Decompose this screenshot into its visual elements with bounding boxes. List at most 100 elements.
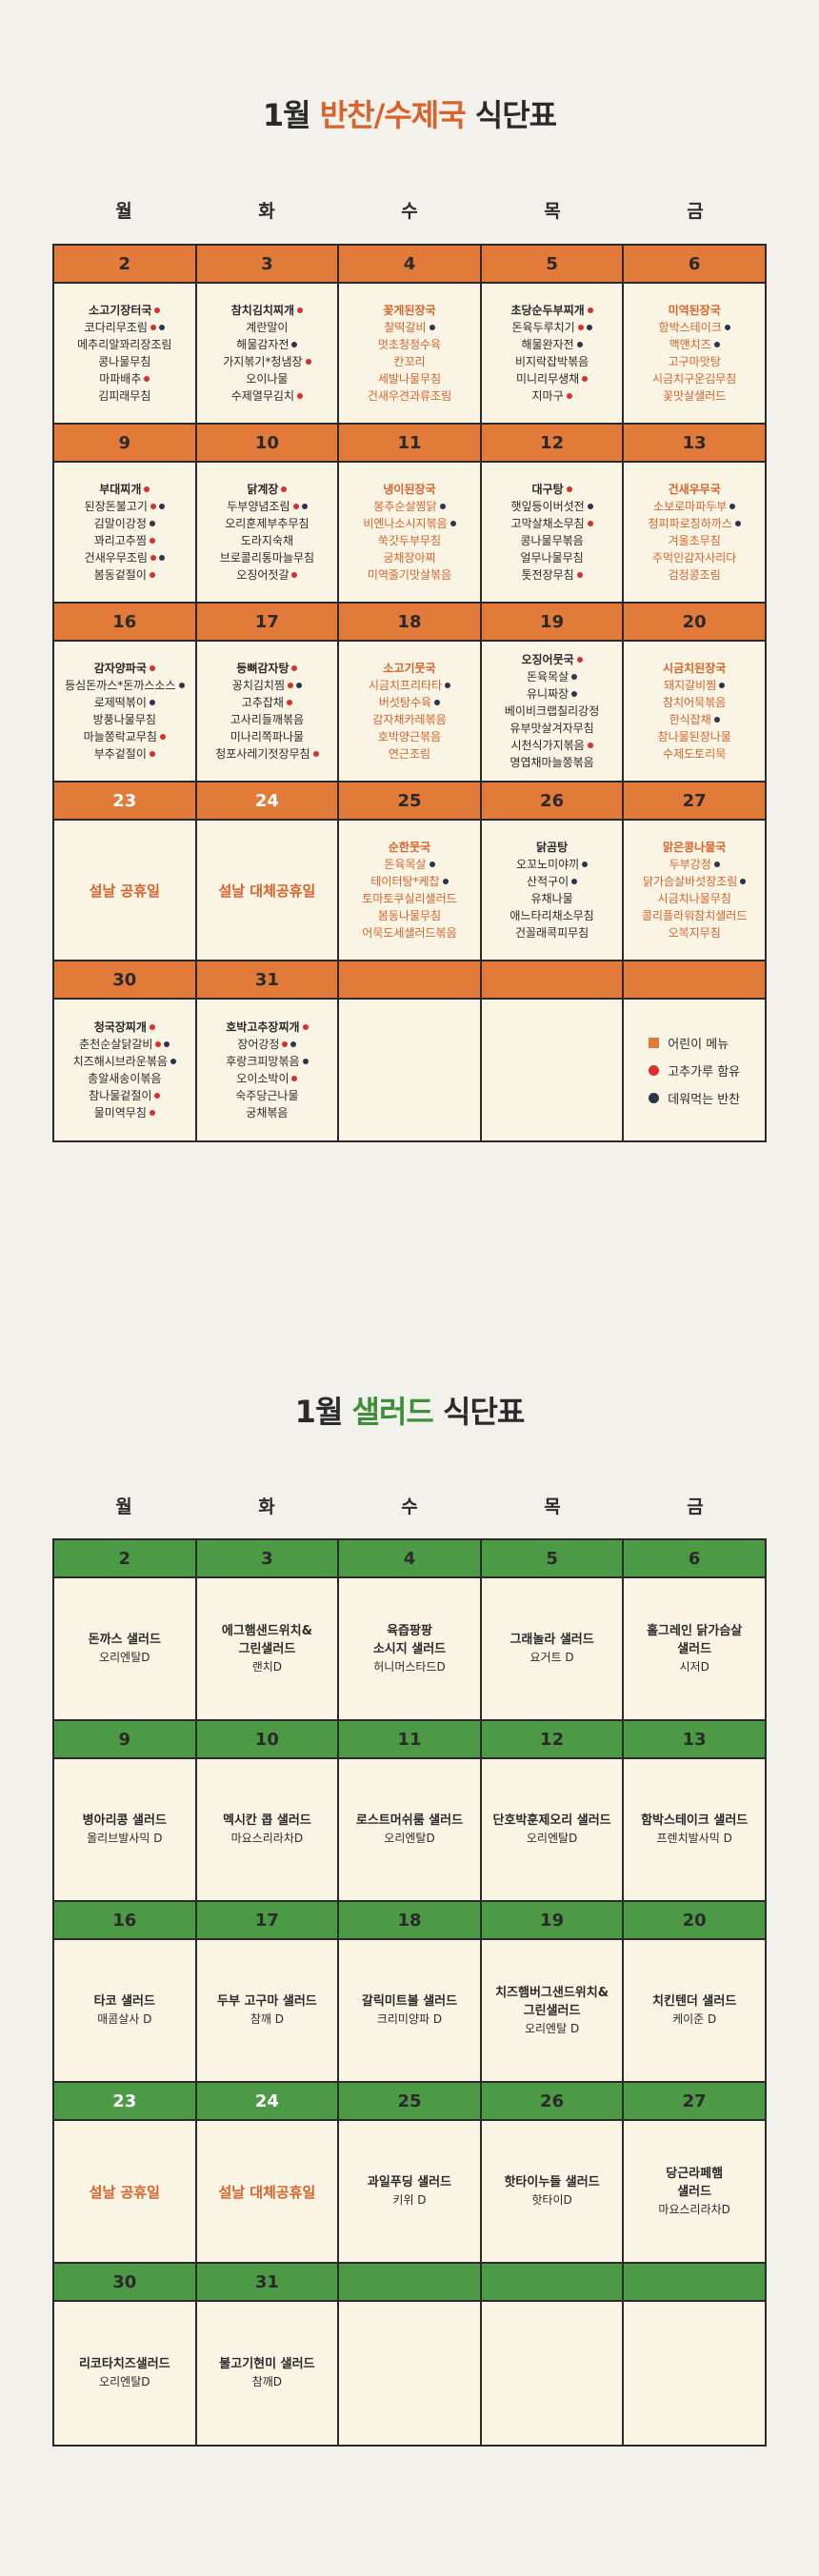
menu-item-soup: 꽃게된장국 <box>383 302 435 319</box>
salad-dressing: 마요스리라차D <box>230 1832 304 1845</box>
heat-dot-icon <box>158 555 165 561</box>
salad-name: 함박스테이크 샐러드 <box>641 1813 749 1828</box>
menu-item-label: 톳전장무침 <box>521 568 574 582</box>
menu-item: 건꼴래콕피무침 <box>515 924 589 941</box>
menu-item-label: 건새우무조림 <box>84 551 148 565</box>
weekday-tue: 화 <box>258 201 275 222</box>
menu-item: 물미역무침 <box>94 1104 155 1121</box>
menu-item-label: 고사리들깨볶음 <box>230 713 305 726</box>
menu-item-label: 콜리플라워참치샐러드 <box>641 909 748 922</box>
weekday-thu: 목 <box>544 201 561 222</box>
menu-item: 참치어묵볶음 <box>663 694 726 711</box>
menu-item-label: 돈육목살 <box>384 858 427 871</box>
menu-item: 시금치나물무침 <box>658 890 731 907</box>
salad-name: 그래놀라 샐러드 <box>509 1633 594 1647</box>
date-number <box>339 2264 482 2300</box>
menu-item-label: 오꼬노미야끼 <box>515 858 580 871</box>
menu-item: 춘천순살닭갈비 <box>79 1036 170 1053</box>
menu-item-label: 꽃맛살샐러드 <box>663 389 727 403</box>
menu-item: 고막살채소무침 <box>510 515 593 532</box>
heat-dot-icon <box>586 325 592 330</box>
menu-item-label: 맥앤치즈 <box>669 338 711 351</box>
menu-item-label: 봉추순살찜닭 <box>373 500 437 513</box>
salad-name: 불고기현미 샐러드 <box>219 2357 315 2371</box>
menu-item: 시금치프리타타 <box>369 677 451 694</box>
date-number: 19 <box>482 604 625 640</box>
red-pepper-dot-icon <box>144 486 150 492</box>
salad-name: 육즙팡팡 <box>387 1623 432 1638</box>
menu-item: 참나물된장나물 <box>658 728 731 745</box>
menu-item-label: 함박스테이크 <box>658 321 722 334</box>
menu-item-label: 오이나물 <box>246 372 289 386</box>
salad-name: 갈릭미트볼 샐러드 <box>361 1994 458 2009</box>
menu-item: 로제떡볶이 <box>94 694 155 711</box>
date-number: 6 <box>688 254 701 274</box>
menu-item-label: 돈육목살 <box>526 670 569 684</box>
date-number: 16 <box>54 604 197 640</box>
heat-dot-icon <box>713 342 720 347</box>
salad-title: 1월 샐러드 식단표 <box>0 1388 819 1432</box>
holiday-label: 설날 공휴일 <box>89 2183 160 2201</box>
menu-item: 감자채카레볶음 <box>372 711 446 728</box>
date-number: 27 <box>682 2091 707 2111</box>
menu-item-label: 브로콜리통마늘무침 <box>219 551 315 565</box>
kids-menu-square-icon <box>649 1037 660 1048</box>
salad-dressing: 참깨D <box>251 2375 283 2388</box>
day-cell: 설날 공휴일 <box>54 821 197 960</box>
menu-item-label: 돼지갈비찜 <box>664 679 717 692</box>
menu-item: 세발나물무침 <box>378 370 441 387</box>
menu-item-soup: 시금치된장국 <box>663 660 726 677</box>
menu-item-label: 로제떡볶이 <box>93 696 147 709</box>
menu-item-label: 부추겉절이 <box>93 747 147 761</box>
menu-item-label: 오징어젓갈 <box>236 568 290 582</box>
menu-item: 총알새송이볶음 <box>88 1070 161 1087</box>
menu-item: 꽃맛살샐러드 <box>663 387 726 405</box>
date-number: 3 <box>197 246 340 282</box>
menu-item-label: 마늘쫑락교무침 <box>83 730 157 743</box>
menu-item-label: 궁채장아찌 <box>383 551 436 565</box>
menu-item: 오이소박이 <box>236 1070 298 1087</box>
banchan-weekday-header: 월 화 수 목 금 <box>52 197 767 223</box>
salad-title-suffix: 식단표 <box>432 1394 525 1430</box>
salad-name: 과일푸딩 샐러드 <box>367 2175 452 2190</box>
menu-item-label: 꽃게된장국 <box>383 304 436 317</box>
heat-dot-icon <box>649 1092 660 1103</box>
menu-item-label: 콩나물무볶음 <box>520 534 584 547</box>
menu-item: 궁채볶음 <box>246 1104 288 1121</box>
banchan-title-prefix: 1월 <box>262 97 320 133</box>
red-pepper-dot-icon <box>302 1024 309 1030</box>
menu-item-soup: 건새우무국 <box>669 481 721 498</box>
day-cell: 설날 대체공휴일 <box>197 821 340 960</box>
menu-item: 시천식가지볶음 <box>510 737 593 754</box>
red-pepper-dot-icon <box>149 665 155 671</box>
menu-item: 봄동나물무침 <box>378 907 441 924</box>
menu-item: 미역줄기맛살볶음 <box>368 566 451 584</box>
salad-name: 치킨텐더 샐러드 <box>652 1994 737 2009</box>
menu-item-label: 냉이된장국 <box>383 483 436 496</box>
heat-dot-icon <box>445 683 451 688</box>
menu-item-label: 맑은콩나물국 <box>663 841 727 854</box>
red-pepper-dot-icon <box>577 325 584 330</box>
menu-item-label: 등심돈까스*돈까스소스 <box>65 679 176 692</box>
menu-item-label: 초당순두부찌개 <box>510 304 585 317</box>
heat-dot-icon <box>587 504 593 509</box>
date-number: 18 <box>339 604 482 640</box>
red-pepper-dot-icon <box>587 743 593 748</box>
menu-item: 오징어젓갈 <box>236 566 298 584</box>
menu-item: 돈육목살 <box>384 856 435 873</box>
menu-item-label: 테이터탕*케찹 <box>370 875 440 888</box>
menu-item-label: 오리훈제부추무침 <box>225 517 310 530</box>
